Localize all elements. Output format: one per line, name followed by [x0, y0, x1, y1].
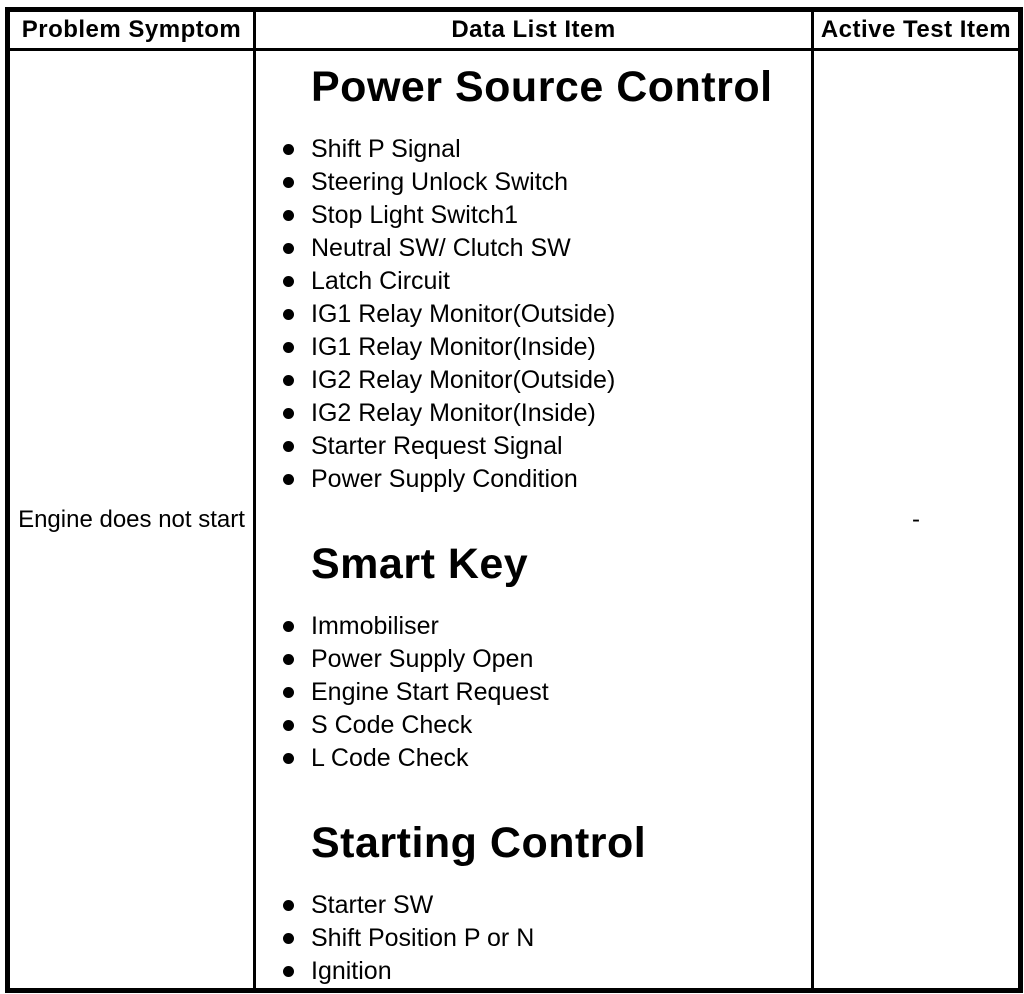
data-list-item: Starter Request Signal [256, 430, 811, 463]
bullet-icon [283, 342, 294, 353]
bullet-icon [283, 441, 294, 452]
section-heading: Starting Control [311, 819, 647, 867]
data-list-item-label: Power Supply Condition [311, 465, 578, 493]
data-list-item-label: L Code Check [311, 744, 469, 772]
data-list-item: Shift Position P or N [256, 922, 811, 955]
bullet-icon [283, 474, 294, 485]
data-list-item-label: Latch Circuit [311, 267, 450, 295]
data-list-item: Power Supply Open [256, 643, 811, 676]
data-list-item-label: IG1 Relay Monitor(Outside) [311, 300, 616, 328]
data-list-item: Engine Start Request [256, 676, 811, 709]
data-list-item-label: Shift P Signal [311, 135, 461, 163]
table-header-row: Problem Symptom Data List Item Active Te… [6, 8, 1022, 51]
bullet-icon [283, 753, 294, 764]
bullet-icon [283, 177, 294, 188]
data-list-item: S Code Check [256, 709, 811, 742]
data-list-item-label: IG2 Relay Monitor(Inside) [311, 399, 596, 427]
data-list-item: IG1 Relay Monitor(Inside) [256, 331, 811, 364]
bullet-icon [283, 933, 294, 944]
bullet-icon [283, 210, 294, 221]
data-list-item: Steering Unlock Switch [256, 166, 811, 199]
bullet-icon [283, 243, 294, 254]
bullet-icon [283, 375, 294, 386]
col-header-problem-symptom: Problem Symptom [6, 8, 256, 51]
data-list-item-label: S Code Check [311, 711, 473, 739]
bullet-icon [283, 276, 294, 287]
section-heading: Power Source Control [311, 63, 773, 111]
col-header-data-list-item: Data List Item [253, 8, 814, 51]
data-list-item-label: Stop Light Switch1 [311, 201, 519, 229]
col-header-active-test-item: Active Test Item [811, 8, 1022, 51]
data-list-item: Latch Circuit [256, 265, 811, 298]
data-list-item: Stop Light Switch1 [256, 199, 811, 232]
data-list-item-label: Immobiliser [311, 612, 439, 640]
data-list-item-label: Neutral SW/ Clutch SW [311, 234, 571, 262]
data-list-item: Neutral SW/ Clutch SW [256, 232, 811, 265]
bullet-icon [283, 966, 294, 977]
bullet-icon [283, 621, 294, 632]
data-list-item-label: Steering Unlock Switch [311, 168, 569, 196]
data-list-item-label: IG1 Relay Monitor(Inside) [311, 333, 596, 361]
data-list-item-label: Ignition [311, 957, 392, 985]
bullet-icon [283, 687, 294, 698]
bullet-icon [283, 408, 294, 419]
data-list-item: Starter SW [256, 889, 811, 922]
bullet-icon [283, 654, 294, 665]
bullet-icon [283, 900, 294, 911]
symptom-data-table: Problem Symptom Data List Item Active Te… [5, 7, 1023, 993]
data-list-item-label: IG2 Relay Monitor(Outside) [311, 366, 616, 394]
active-test-cell: - [811, 48, 1022, 992]
data-list-item-label: Starter Request Signal [311, 432, 563, 460]
data-list-item-label: Shift Position P or N [311, 924, 535, 952]
table-row: Engine does not start Power Source Contr… [6, 48, 1022, 992]
data-list-item: L Code Check [256, 742, 811, 775]
bullet-icon [283, 144, 294, 155]
data-list-item: Ignition [256, 955, 811, 988]
data-list-item-label: Engine Start Request [311, 678, 549, 706]
data-item-list: Starter SW Shift Position P or N Ignition [256, 889, 811, 988]
data-list-item: Shift P Signal [256, 133, 811, 166]
data-list-item: IG2 Relay Monitor(Outside) [256, 364, 811, 397]
data-list-item: Immobiliser [256, 610, 811, 643]
bullet-icon [283, 720, 294, 731]
section-heading: Smart Key [311, 540, 529, 588]
problem-symptom-cell: Engine does not start [6, 48, 256, 992]
data-list-item: IG1 Relay Monitor(Outside) [256, 298, 811, 331]
data-list-item-label: Power Supply Open [311, 645, 534, 673]
bullet-icon [283, 309, 294, 320]
data-list-item-label: Starter SW [311, 891, 434, 919]
data-list-item: Power Supply Condition [256, 463, 811, 496]
data-list-item: IG2 Relay Monitor(Inside) [256, 397, 811, 430]
